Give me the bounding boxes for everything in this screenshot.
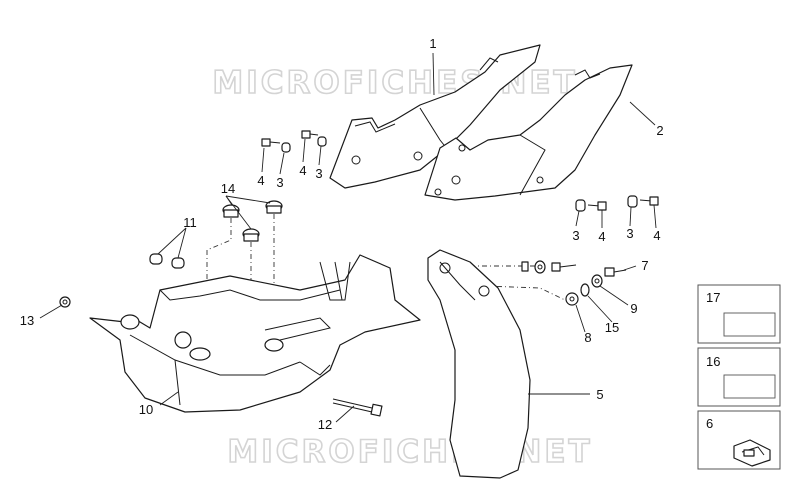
spacer-3-b[interactable] <box>317 136 327 147</box>
screw-7[interactable] <box>604 267 627 277</box>
legend-box-17-label: 17 <box>706 290 720 305</box>
callout-4-b: 4 <box>299 163 306 178</box>
nut-9[interactable] <box>591 274 603 288</box>
decal-17-icon <box>723 312 776 337</box>
bushing-11-a[interactable] <box>149 253 163 265</box>
screw-4-c[interactable] <box>587 201 607 211</box>
callout-3-c: 3 <box>572 228 579 243</box>
callout-3-a: 3 <box>276 175 283 190</box>
callout-10: 10 <box>139 402 153 417</box>
callout-4-d: 4 <box>653 228 660 243</box>
leader-lines <box>39 52 657 423</box>
spacer-3-c[interactable] <box>575 199 586 212</box>
part-5-mud-guard[interactable] <box>427 249 531 479</box>
legend-box-16-label: 16 <box>706 354 720 369</box>
screw-4-a[interactable] <box>261 138 281 147</box>
callout-3-d: 3 <box>626 226 633 241</box>
part-10-skid-plate[interactable] <box>89 254 421 413</box>
washer-8[interactable] <box>565 292 579 306</box>
spacer-3-a[interactable] <box>281 142 291 153</box>
assembly-line-f <box>484 285 566 301</box>
clip-nut-6-icon <box>733 439 771 467</box>
grommet-14-c[interactable] <box>242 228 260 242</box>
legend-box-17[interactable]: 17 <box>697 284 781 344</box>
callout-12: 12 <box>318 417 332 432</box>
bolt-12[interactable] <box>332 398 383 417</box>
callout-7: 7 <box>641 258 648 273</box>
bushing-11-b[interactable] <box>171 257 185 269</box>
callout-2: 2 <box>656 123 663 138</box>
callout-4-c: 4 <box>598 229 605 244</box>
callout-15: 15 <box>605 320 619 335</box>
screw-4-b[interactable] <box>301 130 319 139</box>
legend-box-6-label: 6 <box>706 416 713 431</box>
grommet-14-b[interactable] <box>265 200 283 214</box>
spacer-3-d[interactable] <box>627 195 638 208</box>
decal-16-icon <box>723 374 776 399</box>
legend-box-6[interactable]: 6 <box>697 410 781 470</box>
callout-1: 1 <box>429 36 436 51</box>
callout-8: 8 <box>584 330 591 345</box>
assembly-line-b <box>206 218 232 251</box>
part-2-side-panel-right[interactable] <box>424 64 633 201</box>
callout-5: 5 <box>596 387 603 402</box>
nut-13[interactable] <box>59 296 71 308</box>
screw-4-d[interactable] <box>639 196 659 206</box>
grommet-14-a[interactable] <box>222 204 240 218</box>
washer-hardware-top[interactable] <box>521 260 577 274</box>
callout-13: 13 <box>20 313 34 328</box>
callout-14: 14 <box>221 181 235 196</box>
washer-15[interactable] <box>580 283 590 297</box>
callout-4-a: 4 <box>257 173 264 188</box>
callout-9: 9 <box>630 301 637 316</box>
watermark-bottom: MICROFICHES.NET <box>227 434 592 470</box>
callout-11: 11 <box>183 215 197 230</box>
legend-box-16[interactable]: 16 <box>697 347 781 407</box>
callout-3-b: 3 <box>315 166 322 181</box>
